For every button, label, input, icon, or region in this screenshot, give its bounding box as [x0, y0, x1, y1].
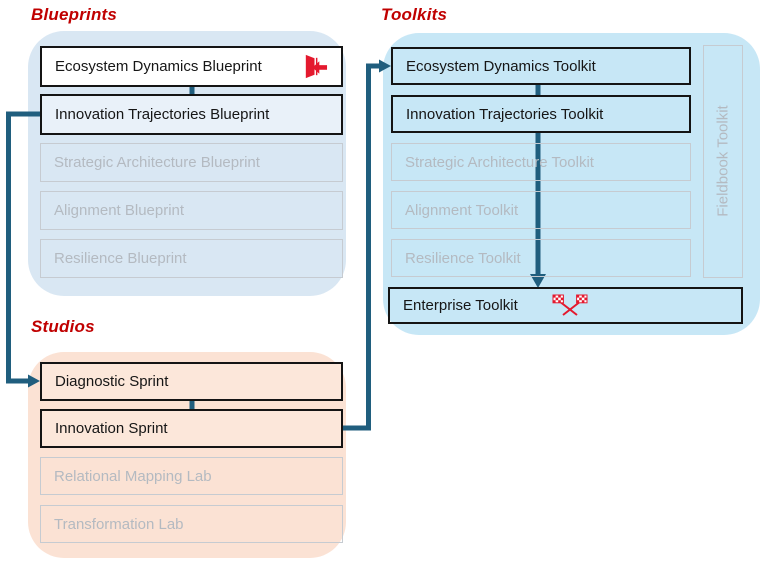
box-label: Enterprise Toolkit: [403, 297, 518, 314]
flag-right: [575, 294, 588, 303]
box-label: Resilience Blueprint: [54, 250, 187, 267]
box-label: Ecosystem Dynamics Toolkit: [406, 57, 596, 75]
box-label: Strategic Architecture Toolkit: [405, 153, 594, 171]
box-innovation-trajectories-blueprint: Innovation Trajectories Blueprint: [40, 94, 343, 135]
box-alignment-toolkit: Alignment Toolkit: [391, 191, 691, 229]
box-label: Strategic Architecture Blueprint: [54, 154, 260, 171]
toolkits-title: Toolkits: [381, 5, 448, 24]
checkered-flags-icon: [552, 294, 588, 316]
box-label: Resilience Toolkit: [405, 249, 521, 267]
box-diagnostic-sprint: Diagnostic Sprint: [40, 362, 343, 401]
box-label: Alignment Toolkit: [405, 201, 519, 219]
fieldbook-toolkit-label: Fieldbook Toolkit: [714, 105, 731, 217]
box-transformation-lab: Transformation Lab: [40, 505, 343, 543]
box-innovation-trajectories-toolkit: Innovation Trajectories Toolkit: [391, 95, 691, 133]
box-resilience-blueprint: Resilience Blueprint: [40, 239, 343, 278]
blueprints-title: Blueprints: [31, 5, 118, 24]
arrow-innovation-sprint-to-ecosystem-toolkit: [343, 63, 379, 431]
box-enterprise-toolkit: Enterprise Toolkit: [388, 287, 743, 324]
box-label: Innovation Trajectories Toolkit: [406, 105, 604, 123]
box-fieldbook-toolkit: [703, 45, 743, 278]
box-label: Diagnostic Sprint: [55, 373, 169, 390]
box-resilience-toolkit: Resilience Toolkit: [391, 239, 691, 277]
box-label: Innovation Trajectories Blueprint: [55, 106, 270, 123]
box-ecosystem-dynamics-toolkit: Ecosystem Dynamics Toolkit: [391, 47, 691, 85]
box-alignment-blueprint: Alignment Blueprint: [40, 191, 343, 230]
box-innovation-sprint: Innovation Sprint: [40, 409, 343, 448]
studios-title: Studios: [31, 317, 95, 336]
box-label: Innovation Sprint: [55, 420, 168, 437]
box-strategic-architecture-toolkit: Strategic Architecture Toolkit: [391, 143, 691, 181]
box-relational-mapping-lab: Relational Mapping Lab: [40, 457, 343, 495]
box-ecosystem-dynamics-blueprint: Ecosystem Dynamics Blueprint: [40, 46, 343, 87]
box-strategic-architecture-blueprint: Strategic Architecture Blueprint: [40, 143, 343, 182]
box-label: Relational Mapping Lab: [54, 467, 212, 485]
box-label: Alignment Blueprint: [54, 202, 185, 219]
box-label: Transformation Lab: [54, 515, 184, 533]
flag-left: [552, 294, 564, 303]
box-label: Ecosystem Dynamics Blueprint: [55, 58, 262, 75]
exit-door-icon: [305, 54, 328, 79]
